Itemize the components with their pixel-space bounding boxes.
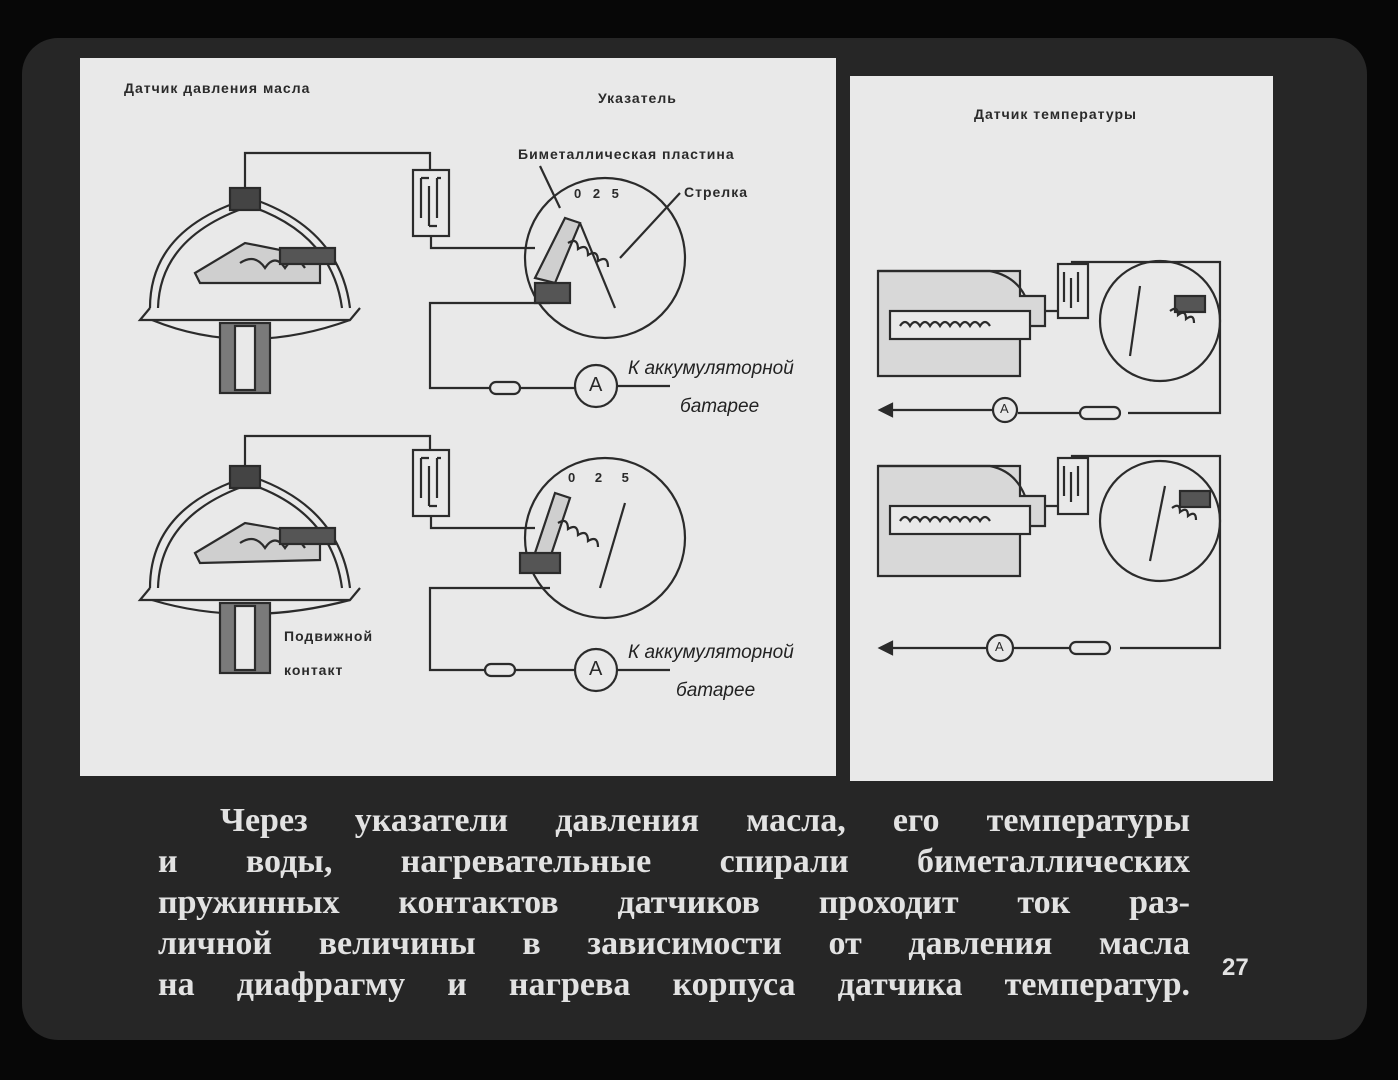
caption-line: личной величины в зависимости от давлени… [158, 925, 1190, 962]
page-number: 27 [1222, 954, 1249, 981]
caption-line: и воды, нагревательные спирали биметалли… [158, 843, 1190, 880]
temperature-schematic [876, 259, 1222, 663]
bimetal-plate-label: Биметаллическая пластина [518, 146, 735, 162]
movable-contact-label-line2: контакт [284, 662, 344, 678]
scale-bottom: 0 2 5 [568, 470, 637, 485]
indicator-title: Указатель [598, 90, 677, 106]
scale-top: 0 2 5 [574, 186, 623, 201]
ammeter-symbol-top: A [589, 374, 604, 396]
ammeter-symbol-temp-top: A [1000, 401, 1010, 416]
movable-contact-label-line1: Подвижной [284, 628, 374, 644]
sensor-title: Датчик давления масла [124, 80, 311, 96]
battery-label-bottom-line1: К аккумуляторной [628, 642, 794, 663]
oil-pressure-schematic [137, 151, 687, 693]
caption-line: на диафрагму и нагрева корпуса датчика т… [158, 966, 1190, 1003]
caption-line: пружинных контактов датчиков проходит то… [158, 884, 1190, 921]
oil-pressure-diagram-panel: Датчик давления масла Указатель Биметалл… [80, 58, 836, 776]
caption-line: Через указатели давления масла, его темп… [220, 802, 1190, 839]
temperature-sensor-title: Датчик температуры [974, 106, 1137, 122]
pressure-sensor-top [137, 186, 361, 395]
needle-label: Стрелка [684, 184, 748, 200]
ammeter-symbol-temp-bottom: A [995, 639, 1005, 654]
temperature-sensor-panel: Датчик температуры A A [850, 76, 1273, 781]
battery-label-bottom-line2: батарее [676, 680, 756, 701]
caption-text: Через указатели давления масла, его темп… [158, 800, 1190, 1005]
battery-label-top-line1: К аккумуляторной [628, 358, 794, 379]
battery-label-top-line2: батарее [680, 396, 760, 417]
pressure-sensor-bottom [137, 464, 361, 675]
ammeter-symbol-bottom: A [589, 658, 604, 680]
